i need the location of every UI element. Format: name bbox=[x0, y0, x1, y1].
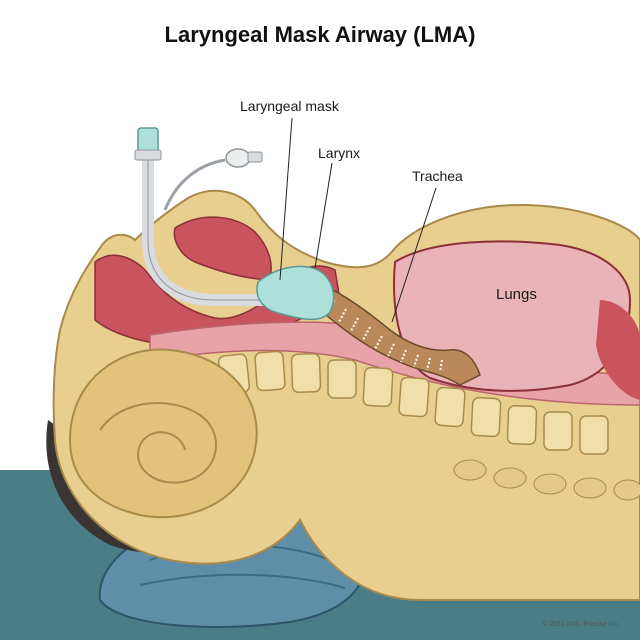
pilot-valve bbox=[247, 151, 263, 163]
label-lungs: Lungs bbox=[496, 286, 537, 303]
lma-connector bbox=[137, 127, 159, 153]
lma-tube-outline bbox=[147, 150, 270, 301]
spinal-discs bbox=[453, 459, 640, 501]
label-larynx: Larynx bbox=[318, 145, 361, 161]
diaphragm bbox=[596, 300, 640, 400]
lma-connector-cap bbox=[134, 149, 162, 161]
laryngeal-mask-cuff bbox=[256, 265, 335, 321]
label-laryngeal-mask: Laryngeal mask bbox=[240, 98, 339, 114]
pilot-balloon bbox=[225, 148, 251, 168]
spine bbox=[217, 350, 609, 455]
copyright-notice: © 2011 AVS, Precise Inc. bbox=[542, 621, 620, 628]
trachea bbox=[298, 273, 481, 386]
pilot-line bbox=[163, 158, 226, 211]
label-trachea: Trachea bbox=[412, 168, 463, 184]
pillow-fold bbox=[139, 573, 346, 589]
leader-larynx bbox=[314, 162, 333, 269]
brain-folds bbox=[99, 402, 217, 484]
leader-laryngeal-mask bbox=[279, 117, 293, 281]
diagram-title: Laryngeal Mask Airway (LMA) bbox=[164, 22, 476, 47]
leader-trachea bbox=[391, 187, 437, 323]
